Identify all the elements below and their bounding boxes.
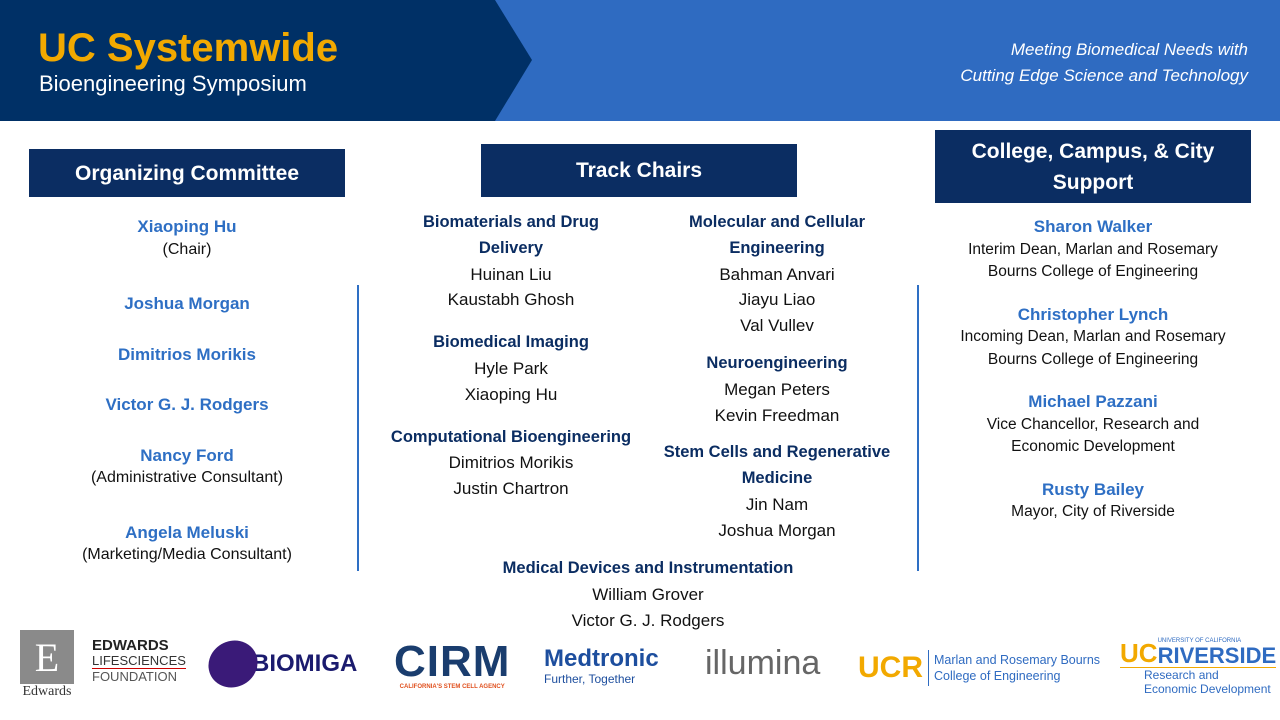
divider bbox=[357, 285, 359, 571]
edwards-e-icon: E bbox=[20, 630, 74, 684]
edwards-logo: E Edwards bbox=[18, 630, 76, 700]
biomiga-logo: BIOMIGA bbox=[199, 631, 357, 697]
committee-member: Angela Meluski(Marketing/Media Consultan… bbox=[82, 522, 292, 564]
committee-member: Nancy Ford(Administrative Consultant) bbox=[90, 445, 284, 487]
illumina-logo: illumina bbox=[705, 644, 821, 682]
medtronic-logo: Medtronic Further, Together bbox=[544, 645, 659, 687]
support-heading: College, Campus, & City Support bbox=[935, 130, 1251, 203]
committee-member: Joshua Morgan bbox=[124, 294, 250, 313]
committee-member: Xiaoping Hu(Chair) bbox=[137, 217, 237, 258]
committee-member: Dimitrios Morikis bbox=[118, 344, 256, 364]
organizing-committee-heading: Organizing Committee bbox=[29, 149, 345, 197]
page-title: UC Systemwide bbox=[38, 26, 339, 70]
cirm-logo: CIRM CALIFORNIA'S STEM CELL AGENCY bbox=[394, 637, 511, 691]
organizing-list: Xiaoping Hu(Chair) Joshua Morgan Dimitri… bbox=[37, 216, 337, 567]
divider bbox=[917, 285, 919, 571]
committee-member: Victor G. J. Rodgers bbox=[105, 395, 269, 414]
header-banner: UC Systemwide Bioengineering Symposium M… bbox=[0, 0, 1280, 121]
header-chevron bbox=[0, 0, 532, 121]
page-subtitle: Bioengineering Symposium bbox=[39, 71, 307, 96]
track-chairs-heading: Track Chairs bbox=[481, 144, 797, 197]
edwards-foundation-logo: EDWARDS LIFESCIENCES FOUNDATION bbox=[92, 637, 186, 684]
dna-icon bbox=[199, 631, 267, 697]
